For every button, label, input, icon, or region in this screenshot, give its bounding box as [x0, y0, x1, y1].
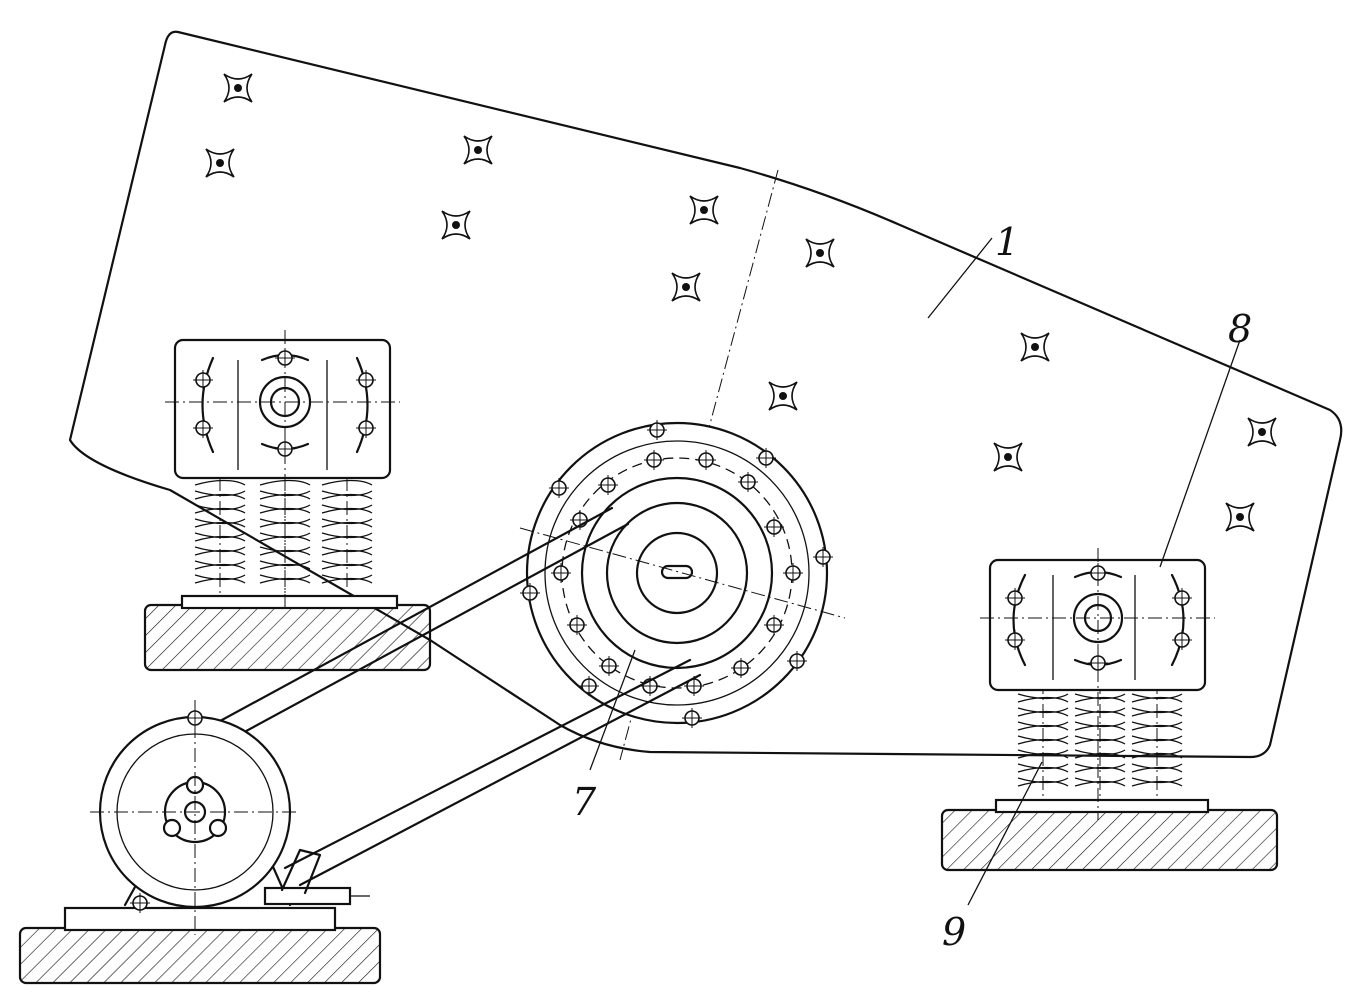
callout-7: 7	[572, 780, 597, 824]
callout-8: 8	[1228, 307, 1252, 351]
left-support	[143, 330, 432, 672]
callout-1: 1	[995, 220, 1019, 264]
drive-belts	[196, 506, 702, 887]
vibrator-pulley	[519, 419, 846, 729]
right-support	[940, 548, 1279, 872]
screen-box	[68, 30, 1343, 759]
drive-motor	[18, 700, 382, 985]
callout-9: 9	[942, 910, 966, 954]
leader-lines	[589, 237, 1241, 906]
